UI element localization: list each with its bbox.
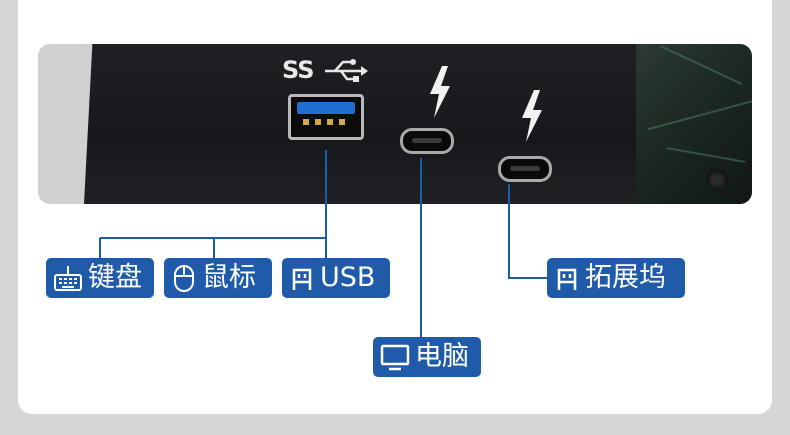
computer-text: 电脑 [415, 341, 469, 372]
keyboard-icon [52, 262, 84, 294]
monitor-icon [379, 341, 411, 373]
usb-plug-icon [288, 262, 316, 294]
mouse-label: 鼠标 [164, 258, 272, 298]
thunderbolt-icon [430, 66, 450, 118]
screw-icon [706, 169, 728, 191]
superspeed-text: SS [282, 56, 314, 84]
product-photo: SS [38, 44, 752, 204]
thunderbolt-icon [522, 90, 542, 142]
dock-label: 拓展坞 [547, 258, 685, 298]
usb-trident-icon [324, 59, 368, 82]
keyboard-text: 键盘 [88, 262, 142, 293]
dock-text: 拓展坞 [585, 262, 666, 293]
usb-plug-icon [553, 262, 581, 294]
usb-c-port-dock [498, 156, 552, 182]
usb-a-port [288, 94, 364, 140]
usb-c-port-computer [400, 128, 454, 154]
keyboard-label: 键盘 [46, 258, 154, 298]
mouse-icon [170, 262, 198, 294]
mouse-text: 鼠标 [202, 262, 256, 293]
usb-text: USB [320, 262, 376, 293]
device-internal-board [636, 44, 752, 204]
superspeed-logo: SS [282, 56, 369, 85]
computer-label: 电脑 [373, 337, 481, 377]
usb-label: USB [282, 258, 390, 298]
